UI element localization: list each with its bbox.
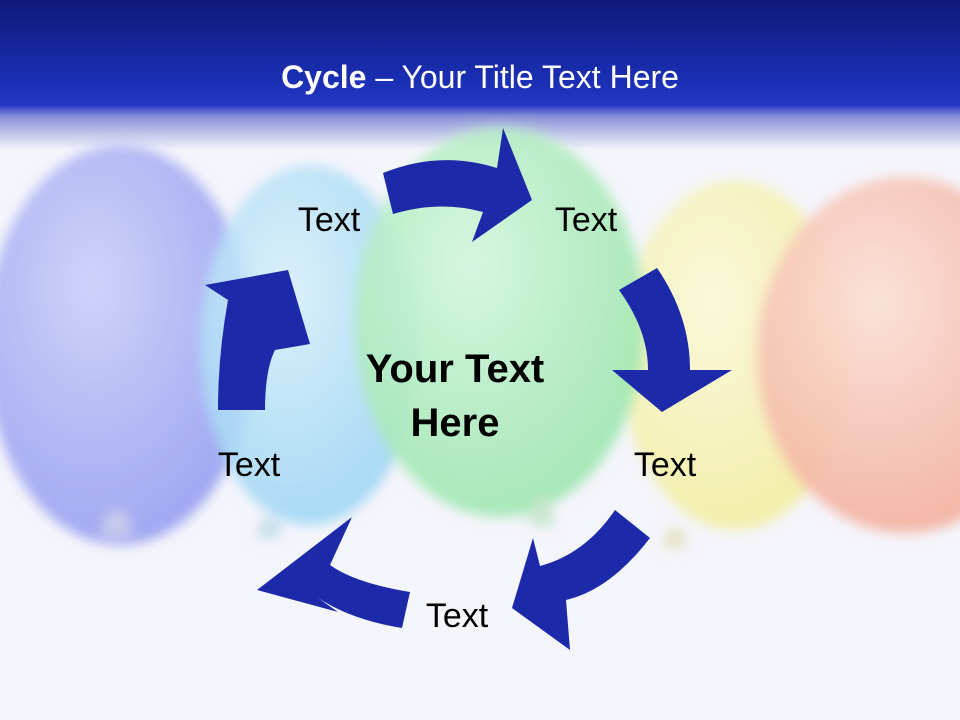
step-2-label: Text	[554, 201, 618, 239]
arrow-step-3-to-4	[512, 510, 650, 650]
arrow-step-2-to-3	[612, 268, 732, 412]
balloon-purple	[0, 145, 255, 545]
step-3-label: Text	[633, 446, 697, 484]
step-1-label: Text	[297, 201, 361, 239]
slide-title: Cycle – Your Title Text Here	[0, 52, 960, 102]
center-text-line-1: Your Text	[365, 347, 545, 391]
step-5-label: Text	[217, 446, 281, 484]
cycle-arrows	[205, 128, 732, 650]
balloon-background	[0, 127, 960, 548]
arrow-step-5-to-1	[205, 270, 310, 410]
balloon-green	[355, 127, 645, 526]
arrow-step-1-to-2	[383, 128, 532, 242]
title-bar	[0, 0, 960, 150]
arrow-step-4-to-5	[257, 517, 410, 628]
title-bold: Cycle	[281, 59, 367, 95]
balloon-red	[757, 177, 960, 533]
step-4-label: Text	[425, 597, 489, 635]
center-text: Your Text Here	[325, 342, 585, 450]
title-rest: – Your Title Text Here	[366, 59, 679, 95]
center-text-line-2: Here	[410, 401, 500, 445]
